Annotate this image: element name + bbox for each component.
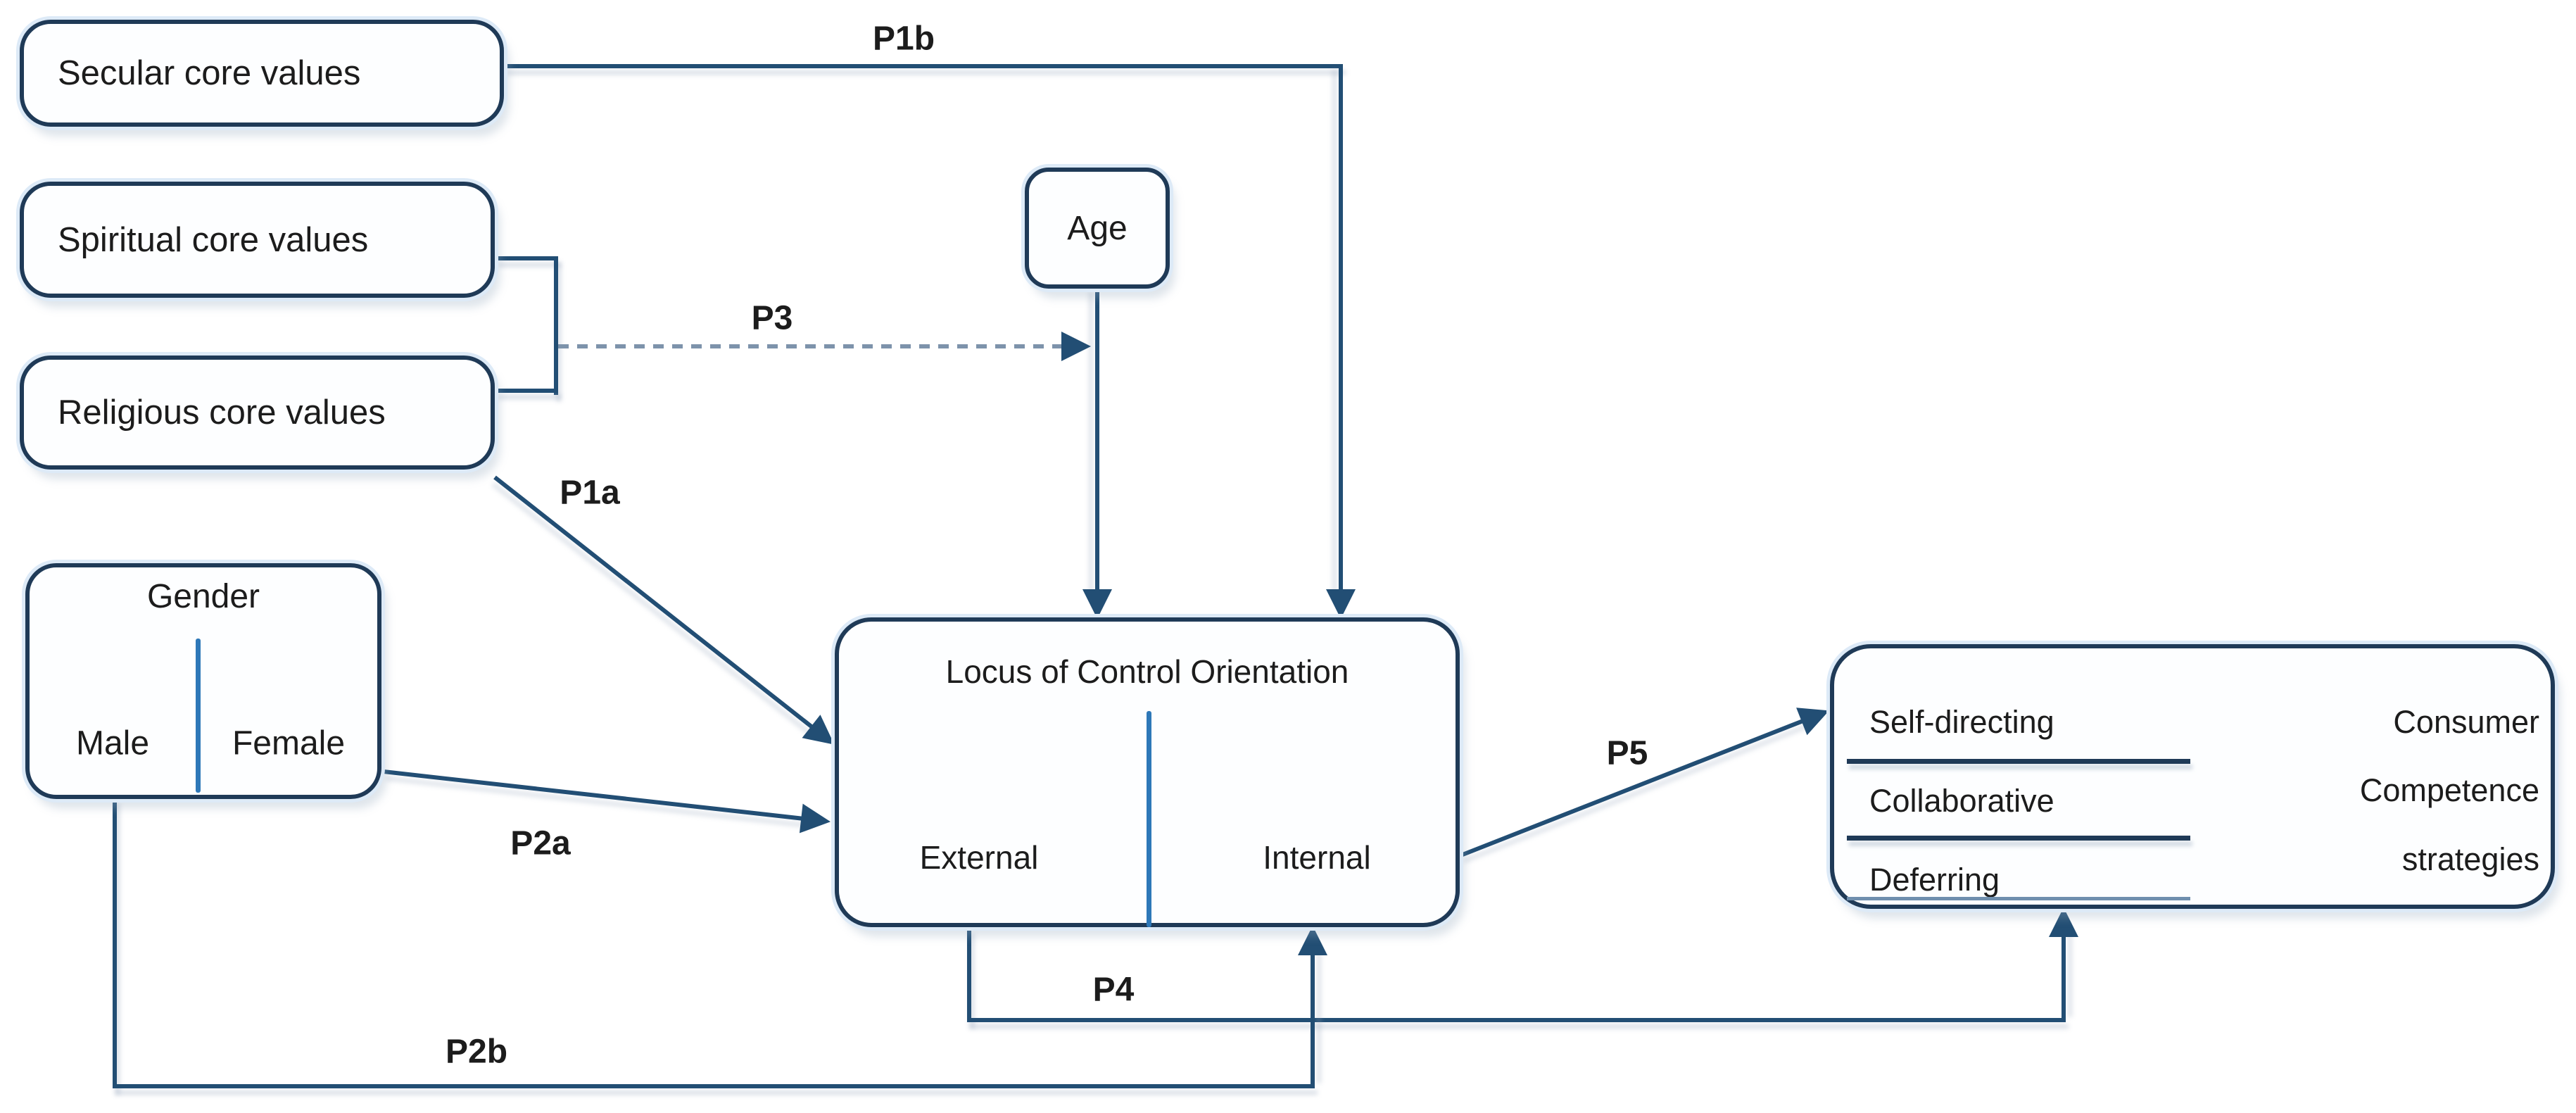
- node-age: Age: [1025, 168, 1170, 289]
- node-consumer-competence-strategies: Self-directing Collaborative Deferring C…: [1830, 644, 2555, 909]
- node-secular-core-values: Secular core values: [20, 20, 504, 127]
- node-label: Age: [1067, 209, 1128, 247]
- bracket-vertical: [554, 256, 558, 395]
- strategy-item-deferring: Deferring: [1869, 862, 2000, 898]
- arrowhead-up-icon: [1298, 926, 1327, 955]
- connector-p2b-horizontal: [113, 1084, 1315, 1088]
- bracket-spiritual-stub: [495, 256, 558, 260]
- locus-title: Locus of Control Orientation: [945, 653, 1349, 690]
- path-label-p5: P5: [1606, 734, 1648, 772]
- arrow-age-shaft: [1095, 289, 1099, 592]
- arrow-p1a-shaft: [493, 475, 815, 730]
- arrow-p2a-shaft: [383, 769, 804, 821]
- node-spiritual-core-values: Spiritual core values: [20, 182, 495, 298]
- arrowhead-right-icon: [1061, 332, 1091, 361]
- gender-option-male: Male: [75, 724, 150, 762]
- strategy-divider-2: [1847, 836, 2190, 841]
- connector-p4-horizontal: [967, 1018, 2066, 1022]
- gender-title: Gender: [146, 578, 260, 615]
- caption-strategies: strategies: [2401, 841, 2539, 877]
- arrow-p2b-shaft: [1311, 952, 1315, 1086]
- node-religious-core-values: Religious core values: [20, 356, 495, 470]
- gender-option-female: Female: [232, 724, 346, 762]
- arrowhead-icon: [799, 803, 833, 837]
- bracket-religious-stub: [495, 389, 558, 393]
- connector-p2b-vertical-left: [113, 797, 117, 1088]
- path-label-p2a: P2a: [510, 824, 571, 862]
- path-label-p1b: P1b: [872, 20, 935, 58]
- node-label: Secular core values: [58, 54, 361, 92]
- arrow-p1b-shaft: [1339, 66, 1343, 592]
- locus-divider: [1147, 711, 1151, 927]
- arrow-p4-shaft: [2062, 934, 2066, 1020]
- arrow-p1a: [493, 475, 844, 757]
- arrow-p2a: [383, 769, 833, 837]
- arrow-p5: [1458, 696, 1835, 858]
- connector-p4-vertical-left: [967, 927, 971, 1022]
- path-label-p4: P4: [1092, 971, 1135, 1009]
- strategy-item-collaborative: Collaborative: [1869, 783, 2054, 819]
- strategy-divider-1: [1847, 759, 2190, 764]
- arrowhead-down-icon: [1326, 589, 1356, 619]
- arrowhead-icon: [1796, 696, 1835, 736]
- caption-competence: Competence: [2359, 772, 2539, 808]
- node-label: Religious core values: [58, 394, 386, 432]
- path-label-p1a: P1a: [560, 474, 620, 512]
- node-label: Spiritual core values: [58, 220, 369, 259]
- path-label-p2b: P2b: [445, 1033, 508, 1071]
- gender-divider: [196, 639, 201, 793]
- strategy-item-self-directing: Self-directing: [1869, 704, 2054, 740]
- connector-p1b-horizontal: [504, 64, 1343, 68]
- arrow-p3-dashed-shaft: [558, 344, 1064, 348]
- arrowhead-down-icon: [1082, 589, 1112, 619]
- node-gender: Gender Male Female: [25, 563, 381, 799]
- locus-option-external: External: [919, 839, 1039, 876]
- arrowhead-up-icon: [2049, 907, 2078, 937]
- caption-consumer: Consumer: [2393, 704, 2539, 740]
- locus-option-internal: Internal: [1263, 839, 1371, 876]
- strategy-divider-3: [1847, 897, 2190, 900]
- path-label-p3: P3: [751, 299, 793, 337]
